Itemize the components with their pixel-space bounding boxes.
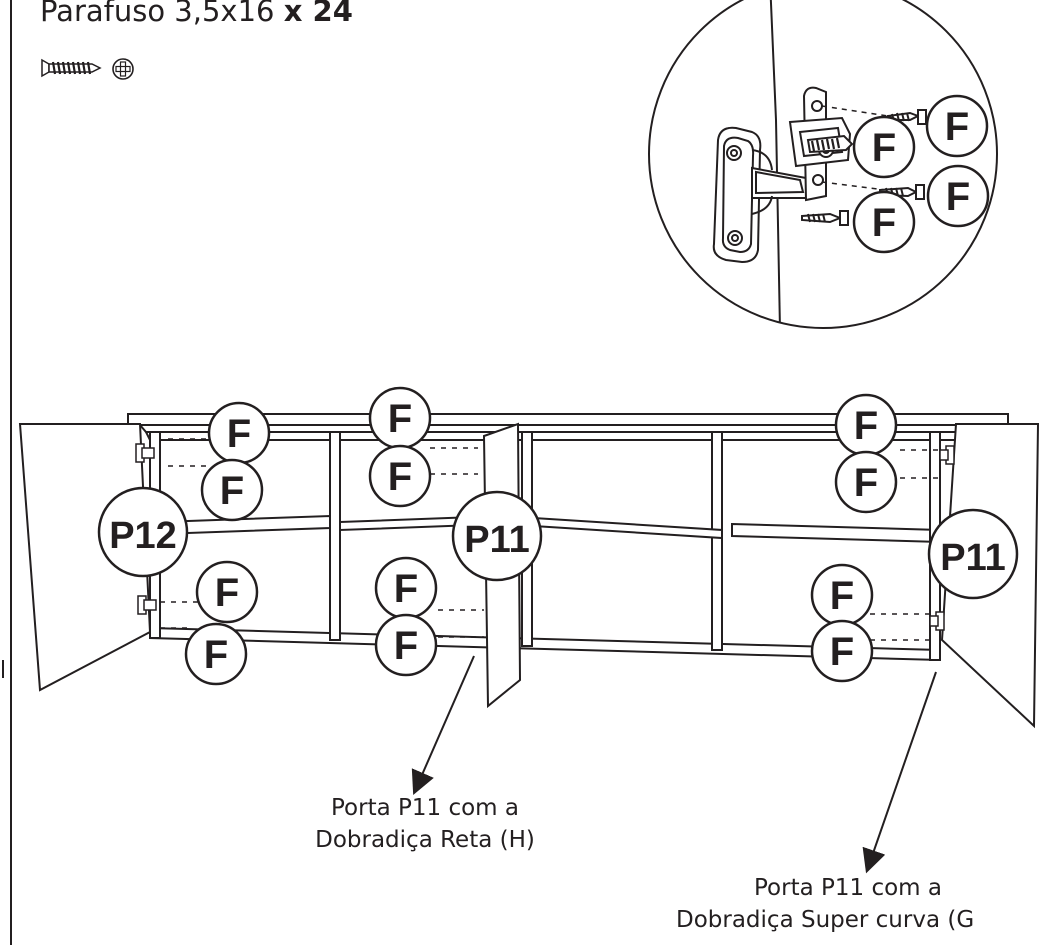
svg-text:F: F [394,624,418,668]
svg-text:F: F [215,571,239,615]
callout-f-b: F [200,458,264,522]
svg-text:F: F [946,175,970,219]
svg-text:P11: P11 [464,519,530,561]
arrow-right-door [862,671,937,874]
callout-f-j: F [834,450,898,514]
divider-1 [329,431,341,641]
svg-text:P11: P11 [940,537,1006,579]
door-edge-line [769,0,781,328]
callout-f-k: F [810,563,874,627]
caption-center-line1: Porta P11 com a [331,795,519,821]
part-title: Parafuso 3,5x16 x 24 [40,0,353,28]
svg-text:F: F [854,461,878,505]
door-left-p12 [18,423,152,692]
callout-p12: P12 [97,486,189,578]
svg-text:F: F [854,404,878,448]
detail-callout-f-2: F [852,115,916,179]
svg-text:F: F [830,630,854,674]
detail-callout-f-4: F [852,190,916,254]
detail-callout-f-3: F [926,164,990,228]
callout-p11-right: P11 [927,508,1019,600]
shelf-right [731,522,941,544]
svg-text:F: F [945,105,969,149]
svg-text:F: F [872,201,896,245]
callout-f-h: F [374,613,438,677]
callout-f-a: F [207,401,271,465]
caption-center-door: Porta P11 com a Dobradiça Reta (H) [300,792,550,856]
svg-text:F: F [830,574,854,618]
svg-text:F: F [220,469,244,513]
cabinet [18,413,1040,729]
callout-p11-center: P11 [451,490,543,582]
caption-right-door: Porta P11 com a Dobradiça Super curva (G [676,872,1043,936]
screw-icon [41,58,102,78]
callout-f-f: F [368,444,432,508]
callout-f-l: F [810,619,874,683]
phillips-head-icon [112,58,134,80]
svg-text:F: F [388,397,412,441]
cabinet-callouts: F F P12 F F F F P11 F F F F P11 F F [97,386,1019,686]
caption-right-line1: Porta P11 com a [754,875,942,901]
svg-text:F: F [227,412,251,456]
part-name: Parafuso 3,5x16 [40,0,275,28]
arrow-center-door [411,655,475,795]
part-quantity: x 24 [283,0,353,28]
hinge-plate [712,86,854,264]
callout-f-d: F [184,622,248,686]
hinges [135,443,955,631]
svg-text:F: F [204,633,228,677]
svg-text:F: F [388,455,412,499]
callout-f-i: F [834,393,898,457]
callout-f-e: F [368,386,432,450]
svg-text:F: F [394,567,418,611]
caption-right-line2: Dobradiça Super curva (G [676,907,975,933]
divider-3 [711,431,723,651]
callout-f-c: F [195,560,259,624]
hinge-detail-view: F F F F [648,0,998,329]
svg-text:P12: P12 [109,515,177,557]
svg-text:F: F [872,126,896,170]
caption-center-line2: Dobradiça Reta (H) [315,827,535,853]
screw-guide-lines [160,438,944,641]
callout-f-g: F [374,556,438,620]
detail-callout-f-1: F [925,94,989,158]
